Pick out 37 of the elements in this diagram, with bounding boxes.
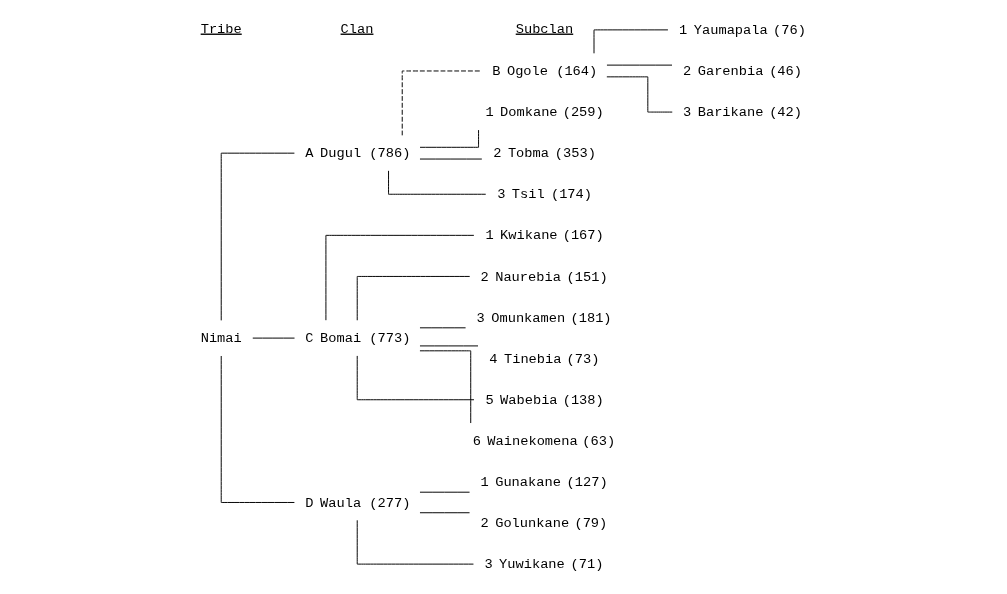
label: Clan: [340, 21, 374, 37]
node-text: 3 Tsil (174): [497, 187, 593, 203]
node-text: 2 Garenbia (46): [683, 64, 802, 80]
node-text: 6 Wainekomena (63): [472, 433, 616, 449]
connector: [388, 170, 487, 195]
node-text: B Ogole (164): [492, 64, 598, 80]
connector: [419, 512, 471, 514]
connector: [356, 519, 474, 565]
node-text: 1 Yaumapala (76): [679, 23, 806, 38]
node-text: 5 Wabebia (138): [485, 392, 604, 408]
connector: [220, 355, 295, 503]
node-text: C Bomai (773): [305, 331, 411, 347]
node-text: 4 Tinebia (73): [489, 351, 600, 367]
node-text: 3 Yuwikane (71): [484, 557, 604, 573]
node-text: 3 Barikane (42): [683, 105, 802, 121]
node-text: 2 Golunkane (79): [480, 516, 608, 532]
connector: [606, 76, 673, 113]
connector: [356, 355, 475, 401]
node-text: 1 Kwikane (167): [485, 228, 604, 244]
connector: [419, 350, 472, 424]
node-text: 1 Domkane (259): [485, 105, 604, 121]
connector: [401, 70, 482, 136]
node-text: 2 Tobma (353): [493, 146, 596, 162]
connector: [419, 129, 480, 148]
node-text: 2 Naurebia (151): [480, 269, 608, 285]
connector: [356, 275, 471, 321]
node-text: Nimai: [200, 331, 242, 347]
node-text: A Dugul (786): [305, 146, 411, 162]
connector: [220, 152, 295, 321]
label: Subclan: [515, 21, 574, 37]
node-text: D Waula (277): [305, 495, 411, 511]
connector: [325, 234, 475, 321]
node-text: 1 Gunakane (127): [480, 475, 608, 491]
label: Tribe: [200, 21, 242, 37]
node-text: 3 Omunkamen (181): [476, 310, 612, 326]
connector: [419, 327, 467, 329]
connector: [419, 491, 471, 493]
